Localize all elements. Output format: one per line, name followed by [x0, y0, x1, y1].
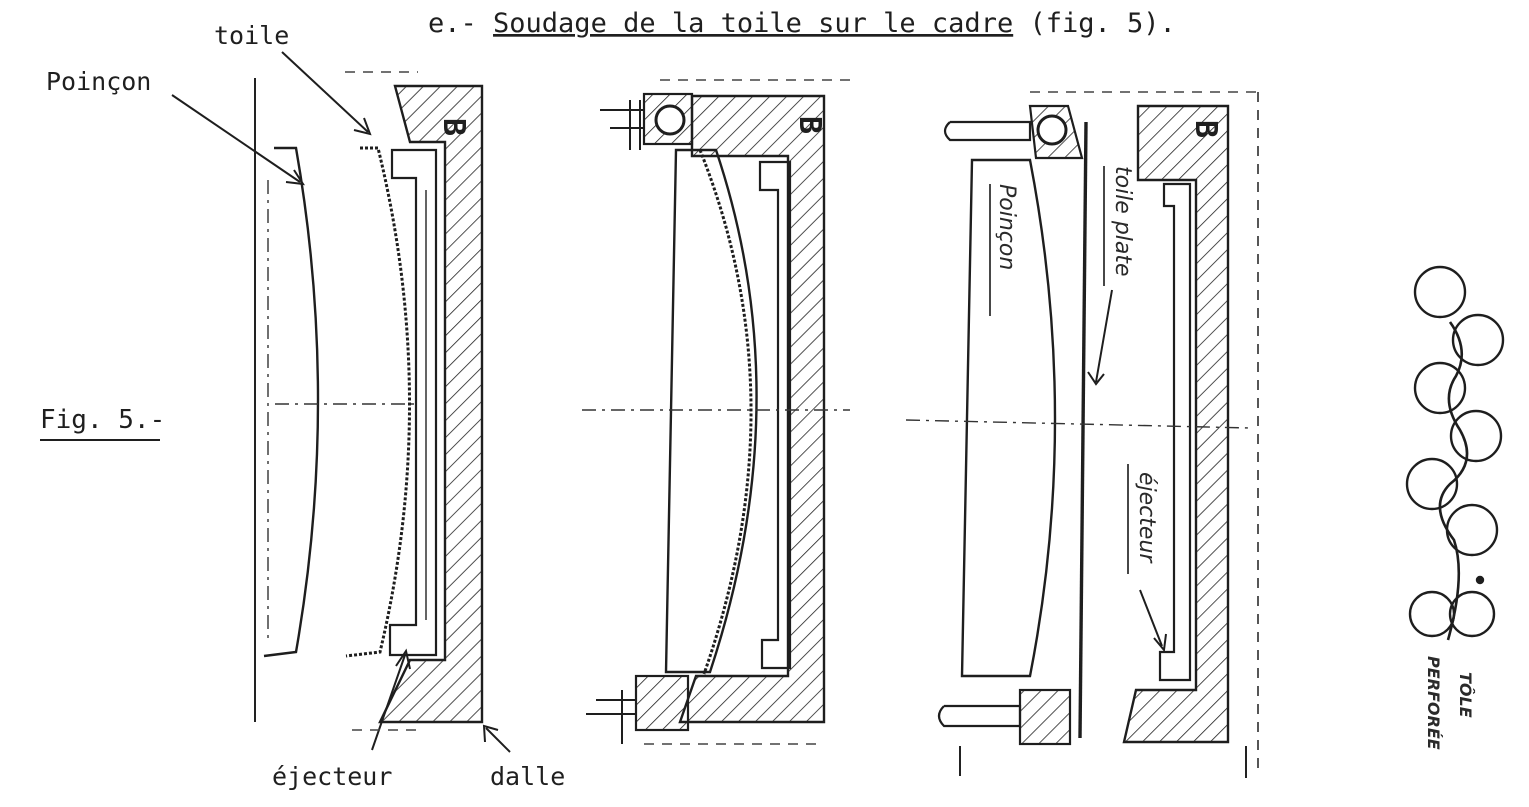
- panel3-section-mark-b: B: [1188, 120, 1223, 138]
- panel2-mesh: [698, 149, 753, 675]
- detail-hole-6: [1445, 503, 1499, 557]
- title-prefix: e.-: [428, 8, 493, 39]
- panel2-bolt-top: [600, 100, 644, 150]
- punch-outline: [263, 146, 320, 658]
- detail-hole-2: [1451, 313, 1505, 367]
- poincon-arrow: [171, 94, 301, 183]
- panel-3: B Poinçon toile plate éjecteur: [905, 91, 1260, 778]
- toile-plate-arrow: [1087, 289, 1113, 386]
- title-underlined: Soudage de la toile sur le cadre: [493, 8, 1013, 39]
- dalle-arrow: [485, 727, 511, 753]
- handwritten-poincon: Poinçon: [994, 184, 1019, 270]
- panel3-clamp-o: [1036, 114, 1068, 146]
- dalle-arrowhead: [482, 724, 499, 743]
- panel-1: B: [254, 71, 484, 731]
- ejecteur-arrow: [1139, 589, 1167, 653]
- section-mark-b: B: [436, 118, 471, 136]
- panel2-bottom-clamp: [634, 674, 690, 732]
- panel2-bolt-bottom: [586, 690, 636, 744]
- detail-label-tole: TÔLE: [1456, 672, 1476, 718]
- panel2-ejector: [758, 160, 792, 670]
- panel2-punch: [664, 148, 758, 674]
- mould-block-hatched: [378, 84, 484, 724]
- title-suffix: (fig. 5).: [1013, 8, 1176, 39]
- panel2-clamp-o: [654, 104, 686, 136]
- detail-hole-5: [1405, 457, 1459, 511]
- panel3-flat-mesh: [1078, 121, 1088, 739]
- ejector-frame: [388, 148, 438, 657]
- panel2-section-mark-b: B: [792, 116, 827, 134]
- detail-label-perforee: PERFORÉE: [1424, 656, 1443, 750]
- detail-wire: [1438, 321, 1469, 641]
- panel3-bottom-clamp: [1018, 688, 1072, 746]
- panel-2: B: [582, 79, 856, 745]
- detail-hole-8: [1448, 590, 1496, 638]
- panel3-punch: [960, 158, 1057, 678]
- panel2-mould-block: [678, 94, 826, 724]
- handwritten-toile-plate: toile plate: [1110, 166, 1135, 277]
- ejecteur-label: éjecteur: [272, 762, 392, 791]
- panel3-top-pin: [943, 120, 1032, 142]
- detail-dot: [1475, 575, 1485, 585]
- detail-hole-3: [1413, 361, 1467, 415]
- perforated-sheet-detail: [1405, 265, 1505, 641]
- toile-label: toile: [214, 21, 289, 50]
- detail-hole-7: [1408, 590, 1456, 638]
- panel3-ejector: [1158, 182, 1192, 682]
- toile-arrow: [281, 51, 369, 133]
- handwritten-ejecteur: éjecteur: [1134, 472, 1159, 564]
- section-title: e.- Soudage de la toile sur le cadre (fi…: [428, 8, 1176, 39]
- wire-mesh: [345, 146, 411, 658]
- poincon-label: Poinçon: [46, 67, 151, 96]
- detail-hole-1: [1413, 265, 1467, 319]
- panel3-bottom-pin: [937, 704, 1022, 728]
- figure-label: Fig. 5.-: [40, 405, 165, 435]
- dalle-label: dalle: [490, 762, 565, 791]
- panel3-mould-block: [1122, 104, 1230, 744]
- detail-hole-4: [1449, 409, 1503, 463]
- toile-arrowhead: [353, 117, 372, 136]
